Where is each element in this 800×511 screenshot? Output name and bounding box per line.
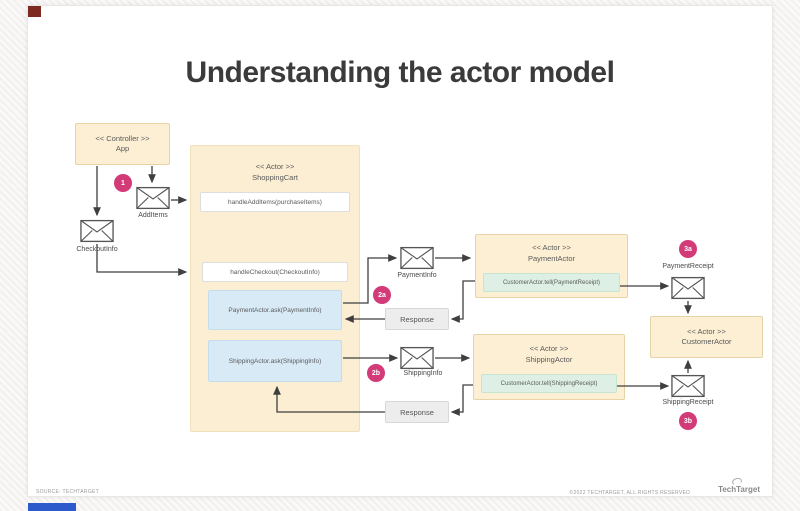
method-handle-add-items: handleAddItems(purchaseItems) (200, 192, 350, 212)
payment-actor-stereotype: << Actor >> (532, 243, 571, 252)
source-credit: SOURCE: TECHTARGET (36, 489, 99, 495)
customer-actor-node: << Actor >> CustomerActor (650, 316, 763, 358)
payment-response-box: Response (385, 308, 449, 330)
page-bottom-artifact (28, 503, 76, 511)
step-badge-3b: 3b (679, 412, 697, 430)
call-customer-tell-shipping-receipt: CustomerActor.tell(ShippingReceipt) (481, 374, 617, 393)
payment-info-label: PaymentInfo (397, 272, 437, 279)
checkout-info-envelope-icon (80, 219, 114, 243)
shipping-receipt-envelope-icon (671, 374, 705, 398)
techtarget-logo-text: TechTarget (718, 485, 760, 494)
method-handle-checkout: handleCheckout(CheckoutInfo) (202, 262, 348, 282)
customer-actor-name: CustomerActor (681, 337, 732, 346)
call-customer-tell-payment-receipt: CustomerActor.tell(PaymentReceipt) (483, 273, 620, 292)
payment-info-envelope-icon (400, 246, 434, 270)
add-items-label: AddItems (138, 212, 168, 219)
shipping-info-envelope-icon (400, 346, 434, 370)
diagram-title: Understanding the actor model (185, 56, 615, 89)
payment-actor-name: PaymentActor (527, 253, 576, 263)
call-payment-actor-ask: PaymentActor.ask(PaymentInfo) (208, 290, 342, 330)
step-badge-2b: 2b (367, 364, 385, 382)
shipping-actor-name: ShippingActor (525, 354, 573, 364)
controller-name: App (115, 144, 130, 153)
shipping-actor-stereotype: << Actor >> (529, 344, 569, 353)
shipping-info-label: ShippingInfo (403, 370, 443, 377)
controller-app-node: << Controller >> App (75, 123, 170, 165)
customer-actor-stereotype: << Actor >> (687, 326, 726, 336)
controller-stereotype: << Controller >> (95, 133, 150, 143)
payment-receipt-envelope-icon (671, 276, 705, 300)
checkout-info-label: CheckoutInfo (76, 246, 118, 253)
add-items-envelope-icon (136, 186, 170, 210)
call-shipping-actor-ask: ShippingActor.ask(ShippingInfo) (208, 340, 342, 382)
step-badge-1: 1 (114, 174, 132, 192)
shopping-cart-name: ShoppingCart (252, 172, 298, 182)
step-badge-3a: 3a (679, 240, 697, 258)
step-badge-2a: 2a (373, 286, 391, 304)
shipping-receipt-label: ShippingReceipt (662, 399, 714, 406)
page-corner-artifact (28, 6, 41, 17)
shopping-cart-node: << Actor >> ShoppingCart (190, 145, 360, 432)
copyright-text: ©2022 TECHTARGET, ALL RIGHTS RESERVED (569, 490, 690, 496)
shopping-cart-stereotype: << Actor >> (255, 162, 295, 171)
payment-receipt-label: PaymentReceipt (662, 263, 714, 270)
shipping-response-box: Response (385, 401, 449, 423)
